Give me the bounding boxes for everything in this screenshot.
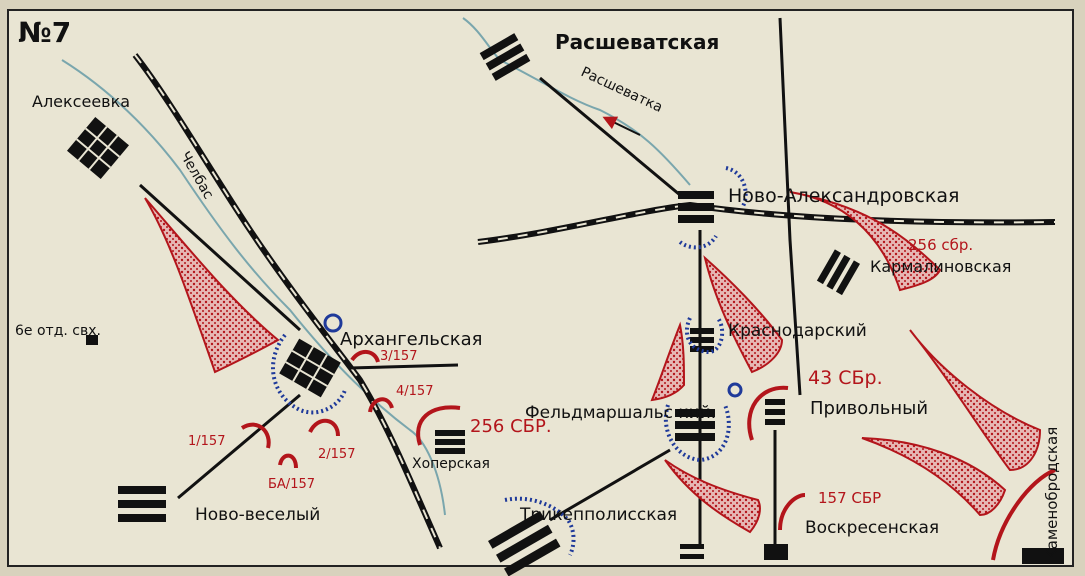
town-feldmarshalsky-symbol: [675, 409, 715, 441]
otd-sovkh-symbol: [86, 335, 98, 345]
unit-256-sbr-w: 256 СБР.: [470, 416, 552, 437]
railway-chelbas-dash: [134, 54, 441, 549]
road-alekseevka: [138, 183, 302, 332]
unit-1-157: 1/157: [188, 434, 225, 449]
defense-arkhangelskaya: [271, 333, 347, 415]
chelbas-river: [61, 59, 446, 516]
defense-feldmarshalsky: [663, 404, 731, 463]
unit-157-sbr: 157 СБР: [818, 489, 881, 507]
town-karmalinovskaya-symbol: [816, 249, 860, 296]
attack-wedge-south-east: [861, 437, 1007, 517]
label-arkhangelskaya: Архангельская: [340, 329, 482, 350]
unit-arc-157-sbr: [778, 493, 806, 531]
attack-wedge-south: [664, 459, 761, 534]
label-karmalinovskaya: Кармалиновская: [870, 257, 1011, 276]
town-krasnodarsky-symbol: [690, 328, 714, 352]
town-rasshevatskaya-symbol: [479, 33, 531, 81]
attack-wedge-north-east: [789, 191, 942, 292]
unit-arc-ba-157: [278, 453, 298, 469]
town-khoperskaya-symbol: [435, 430, 465, 454]
label-novo-vesely: Ново-веселый: [195, 505, 320, 525]
attack-wedge-center: [650, 321, 686, 402]
town-trekhpolisskaya-symbol: [488, 510, 561, 576]
town-arkhangelskaya-symbol: [279, 338, 341, 398]
label-krasnodarsky: Краснодарский: [728, 321, 867, 341]
road-north-south: [778, 17, 802, 396]
town-novo-vesely-symbol: [118, 486, 166, 522]
road-novo-vesely: [177, 393, 301, 500]
rasshevatka-river: [462, 17, 691, 186]
label-rasshevatskaya: Расшеватская: [555, 30, 719, 54]
map-frame: [7, 9, 1074, 567]
label-trekhpolisskaya: Трикепполисская: [519, 505, 677, 525]
defense-arkh-point: [323, 313, 343, 333]
town-alekseevka-symbol: [67, 117, 129, 179]
unit-4-157: 4/157: [396, 384, 433, 399]
unit-arc-1-157: [240, 422, 271, 449]
map-number: №7: [18, 16, 71, 49]
label-privolny: Привольный: [810, 398, 928, 419]
label-otd-sovkh: 6е отд. свх.: [15, 323, 101, 339]
unit-arc-43: [747, 385, 789, 441]
road-east-arkh: [349, 363, 459, 370]
road-rasshevatskaya: [539, 76, 681, 197]
label-feldmarshalsky: Фельдмаршальс кий.: [525, 403, 716, 423]
label-voskresenskaya: Воскресенская: [805, 518, 939, 538]
defense-krasnodarsky: [684, 316, 725, 355]
unit-arc-4-157: [368, 397, 394, 413]
unit-43-sbr: 43 СБр.: [808, 367, 883, 389]
town-novo-aleksandrovskaya-symbol: [678, 191, 714, 223]
town-kamenobrodskaya-symbol: [1022, 548, 1064, 564]
unit-2-157: 2/157: [318, 447, 355, 462]
unit-256-sbr-ne: 256 сбр.: [908, 236, 973, 254]
railway-east-west-dash: [477, 203, 1056, 243]
label-kamenobrodskaya: Каменобродская: [1043, 427, 1061, 560]
unit-arc-256: [416, 405, 461, 446]
town-south-small-symbol: [680, 544, 704, 559]
defense-trekhpolis: [504, 496, 576, 556]
defense-novo-north: [725, 166, 748, 210]
unit-arc-2-157: [308, 418, 340, 437]
town-voskresenskaya-symbol: [764, 544, 788, 560]
river-flow-arrow: [602, 116, 641, 136]
unit-ba-157: БА/157: [268, 477, 315, 492]
label-novo-aleksandrovskaya: Ново-Александровская: [728, 185, 959, 207]
town-privolny-symbol: [765, 399, 785, 425]
unit-3-157: 3/157: [380, 349, 417, 364]
unit-arc-3-157: [350, 350, 380, 363]
road-trekhpolis: [549, 448, 671, 522]
unit-arc-kamenobrod: [991, 468, 1056, 561]
attack-wedge-krasnodarsky: [703, 255, 784, 374]
label-khoperskaya: Хоперская: [412, 456, 490, 472]
attack-wedge-west: [144, 197, 280, 374]
defense-feld-point: [727, 382, 743, 398]
label-alekseevka: Алексеевка: [32, 92, 130, 111]
attack-wedge-east: [909, 329, 1042, 472]
